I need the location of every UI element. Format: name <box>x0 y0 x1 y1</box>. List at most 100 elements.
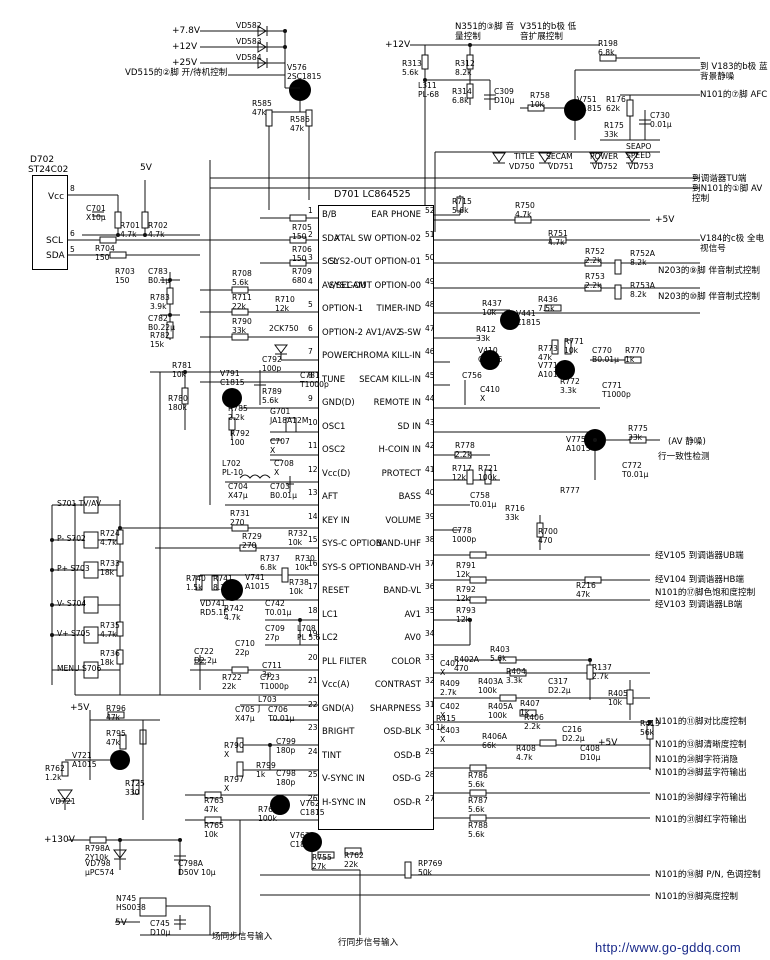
left-pin-label: TINT <box>322 750 342 761</box>
note-n101-afc: N101的⑦脚 AFC <box>700 90 768 100</box>
right-pin-number: 32 <box>425 676 435 685</box>
component-r771: R771 10k <box>564 337 584 355</box>
note-n351: N351的③脚 音量控制 <box>455 22 515 42</box>
right-pin-label: XTAL SW OPTION-02 <box>334 233 421 244</box>
component-r407: R407 1k <box>520 699 540 717</box>
left-pin-label: Vcc(D) <box>322 468 351 479</box>
component-v721: V721 A1015 <box>72 751 97 769</box>
right-pin-label: BAND-VH <box>381 562 421 573</box>
component-c410: C410 X <box>480 385 500 403</box>
indicator-speed: SEAPO SPEED <box>626 142 652 160</box>
component-c781: C781 T1000p <box>300 371 329 389</box>
component-c730: C730 0.01μ <box>650 111 672 129</box>
component-r412: R412 33k <box>476 325 496 343</box>
right-pin-label: PROTECT <box>381 468 421 479</box>
component-l311: L311 PL-68 <box>418 81 440 99</box>
component-r409: R409 2.7k <box>440 679 460 697</box>
right-pin-label: CHROMA KILL-IN <box>350 351 421 361</box>
component-c798: C798 180p <box>276 769 296 787</box>
left-pin-number: 11 <box>308 441 318 450</box>
component-r740: R740 1.5k <box>186 574 206 592</box>
supply-130v: +130V <box>44 835 75 845</box>
component-r137: R137 2.7k <box>592 663 612 681</box>
component-r312: R312 8.2k <box>455 59 475 77</box>
right-pin-label: SD IN <box>397 421 421 432</box>
right-pin-number: 40 <box>425 488 435 497</box>
component-c403: C403 X <box>440 726 460 744</box>
component-r736: R736 18k <box>100 649 120 667</box>
note-v351: V351的b极 低音扩展控制 <box>520 22 577 42</box>
component-r722: R722 22k <box>222 673 242 691</box>
right-pin-label: EAR PHONE <box>371 210 421 220</box>
left-pin-number: 8 <box>308 370 313 380</box>
component-r729: R729 270 <box>242 532 262 550</box>
component-rp769: RP769 50k <box>418 859 443 877</box>
component-v763: V763 C1815 <box>290 831 315 849</box>
component-c705: C705 X47μ <box>235 705 255 723</box>
component-vd750: VD750 <box>509 162 535 171</box>
component-r737: R737 6.8k <box>260 554 280 572</box>
component-r406: R406 2.2k <box>524 713 544 731</box>
component-c701: C701 X10μ <box>86 204 106 222</box>
note-line-check: 行一致性检测 <box>658 452 710 462</box>
component-r788: R788 5.6k <box>468 821 488 839</box>
key-s704: V- S704 <box>57 599 87 608</box>
left-pin-number: 14 <box>308 511 318 521</box>
supply-25v: +25V <box>172 58 198 68</box>
component-v762: V762 C1815 <box>300 799 325 817</box>
right-pin-label: SHARPNESS <box>369 703 421 714</box>
left-pin-label: SDA <box>322 233 340 244</box>
component-r741: R741 8.2k <box>213 574 233 592</box>
component-g701: G701 JA18A12M <box>270 407 309 425</box>
left-pin-number: 24 <box>308 746 318 756</box>
component-r753a: R753A 8.2k <box>630 281 655 299</box>
component-c722: C722 D2.2μ <box>194 647 217 665</box>
component-2ck750: 2CK750 <box>269 324 299 333</box>
left-pin-label: LC1 <box>322 609 339 620</box>
component-r799: R799 1k <box>256 761 276 779</box>
note-n101-13: N101的⑬脚清晰度控制 <box>655 740 747 750</box>
component-vd721: VD721 <box>50 797 76 806</box>
left-pin-number: 12 <box>308 464 318 474</box>
eeprom-pin-5: 5 <box>70 245 75 254</box>
left-pin-label: SCL <box>322 257 339 267</box>
component-c745: C745 D10μ <box>150 919 171 937</box>
supply-12v-b: +12V <box>385 40 411 50</box>
component-r730: R730 10k <box>295 554 315 572</box>
component-r783: R783 3.9k <box>150 293 170 311</box>
component-r750: R750 4.7k <box>515 201 535 219</box>
component-c402: C402 X <box>440 702 460 720</box>
component-v775: V775 A1015 <box>566 435 591 453</box>
right-pin-label: COLOR <box>391 656 421 667</box>
component-r755: R755 27k <box>312 853 332 871</box>
component-v791: V791 C1815 <box>220 369 245 387</box>
component-r773: R773 47k <box>538 344 558 362</box>
component-l703: L703 J <box>258 695 277 713</box>
left-pin-number: 17 <box>308 582 318 591</box>
note-n203-9: N203的⑨脚 伴音制式控制 <box>658 266 761 276</box>
left-pin-label: KEY IN <box>322 515 350 526</box>
left-pin-number: 7 <box>308 347 313 356</box>
eeprom-pin-6: 6 <box>70 229 75 238</box>
component-c783: C783 B0.1μ <box>148 267 171 285</box>
component-r752: R752 2.2k <box>585 247 605 265</box>
left-pin-number: 5 <box>308 300 313 309</box>
left-pin-number: 9 <box>308 394 313 403</box>
component-vd751: VD751 <box>548 162 574 171</box>
component-l708: L708 PL 5.6 <box>297 624 321 642</box>
left-pin-number: 10 <box>308 417 318 427</box>
right-pin-number: 49 <box>425 276 435 286</box>
component-r701: R701 4.7k <box>120 221 140 239</box>
left-pin-number: 3 <box>308 253 313 262</box>
component-r702: R702 4.7k <box>148 221 168 239</box>
note-tu: 到调谐器TU端 <box>692 174 747 184</box>
component-v771: V771 A1015 <box>538 361 563 379</box>
left-pin-number: 6 <box>308 323 313 333</box>
key-s703: P+ S703 <box>57 564 90 573</box>
component-r792b: R792 12k <box>456 585 476 603</box>
component-l702: L702 PL-10 <box>222 459 244 477</box>
component-v410: V410 C1815 <box>478 346 503 364</box>
right-pin-label: AV1 <box>404 609 422 620</box>
right-pin-number: 41 <box>425 464 435 474</box>
left-pin-label: GND(D) <box>322 398 355 408</box>
